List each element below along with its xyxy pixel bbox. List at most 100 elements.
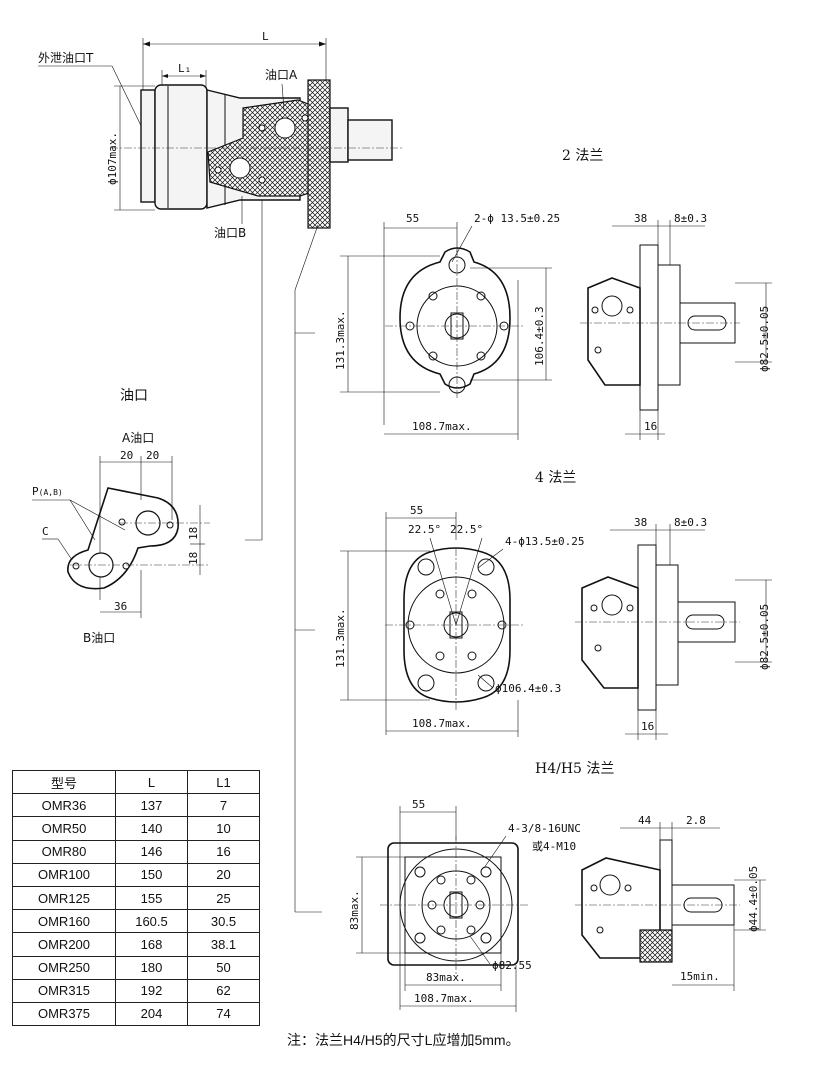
flange2-dim-16: 16 bbox=[644, 420, 657, 433]
port-a-detail-label: A油口 bbox=[122, 431, 154, 445]
cell-l1: 7 bbox=[187, 793, 260, 818]
flange4-dim-108: 108.7max. bbox=[412, 717, 472, 730]
footnote: 注：法兰H4/H5的尺寸L应增加5mm。 bbox=[287, 1032, 520, 1048]
flangeh-dim-28: 2.8 bbox=[686, 814, 706, 827]
cell-l: 168 bbox=[115, 932, 188, 957]
dim-107: ϕ107max. bbox=[106, 132, 119, 185]
cell-model: OMR375 bbox=[12, 1001, 116, 1027]
p-label: P(A,B) bbox=[32, 485, 63, 498]
flangeh-holes-2: 或4-M10 bbox=[532, 840, 576, 853]
port-detail-title: 油口 bbox=[120, 388, 148, 404]
cell-l1: 16 bbox=[187, 839, 260, 864]
cell-l: 155 bbox=[115, 885, 188, 911]
cell-l: 180 bbox=[115, 955, 188, 980]
port-a-label: 油口A bbox=[265, 68, 298, 82]
flangeh-dim-15: 15min. bbox=[680, 970, 720, 983]
flange-2-title: 2 法兰 bbox=[562, 148, 603, 164]
dim-l1: L₁ bbox=[178, 62, 191, 75]
cell-l: 160.5 bbox=[115, 909, 188, 934]
cell-model: OMR125 bbox=[12, 885, 116, 911]
cell-l: 146 bbox=[115, 839, 188, 864]
flangeh-dim-444: ϕ44.4±0.05 bbox=[747, 866, 760, 932]
flange2-dim-106: 106.4±0.3 bbox=[533, 306, 546, 366]
header-model: 型号 bbox=[12, 769, 116, 795]
flange-4-view: 4 法兰 55 22.5° 22.5° 4-ϕ13.5±0.25 131.3ma… bbox=[334, 470, 772, 740]
flangeh-holes-1: 4-3/8-16UNC bbox=[508, 822, 581, 835]
flangeh-dim-44: 44 bbox=[638, 814, 652, 827]
flange2-dim-8: 8±0.3 bbox=[674, 212, 707, 225]
table-header-row: 型号 L L1 bbox=[12, 769, 260, 795]
dim-36: 36 bbox=[114, 600, 127, 613]
dim-18b: 18 bbox=[187, 552, 200, 565]
header-l: L bbox=[115, 769, 188, 795]
dim-l: L bbox=[262, 30, 269, 43]
flange2-dim-82: ϕ82.5±0.05 bbox=[758, 306, 771, 372]
flange2-dim-108: 108.7max. bbox=[412, 420, 472, 433]
cell-model: OMR50 bbox=[12, 816, 116, 841]
dim-18a: 18 bbox=[187, 527, 200, 540]
cell-l1: 30.5 bbox=[187, 909, 260, 934]
port-b-label: 油口B bbox=[214, 226, 246, 240]
cell-model: OMR250 bbox=[12, 955, 116, 980]
flange4-angle-a: 22.5° bbox=[408, 523, 441, 536]
cell-l: 140 bbox=[115, 816, 188, 841]
cell-l: 137 bbox=[115, 793, 188, 818]
flange4-dim-131: 131.3max. bbox=[334, 608, 347, 668]
c-label: C bbox=[42, 525, 49, 538]
flange2-dim-38: 38 bbox=[634, 212, 647, 225]
flange-h-view: H4/H5 法兰 55 4-3/8-16UNC 或4-M10 83max. 83… bbox=[348, 761, 766, 1012]
port-b-detail-label: B油口 bbox=[83, 631, 115, 645]
cell-l1: 50 bbox=[187, 955, 260, 980]
cell-l: 192 bbox=[115, 978, 188, 1003]
cell-model: OMR315 bbox=[12, 978, 116, 1003]
flangeh-dim-55: 55 bbox=[412, 798, 425, 811]
cell-l1: 38.1 bbox=[187, 932, 260, 957]
flange-4-title: 4 法兰 bbox=[535, 470, 576, 486]
cell-l: 204 bbox=[115, 1001, 188, 1027]
flangeh-dim-83v: 83max. bbox=[348, 890, 361, 930]
cell-l1: 62 bbox=[187, 978, 260, 1003]
flangeh-dim-82: ϕ82.55 bbox=[492, 959, 532, 972]
flange2-dim-55: 55 bbox=[406, 212, 419, 225]
flange4-dim-38: 38 bbox=[634, 516, 647, 529]
dim-20b: 20 bbox=[146, 449, 159, 462]
cell-l1: 10 bbox=[187, 816, 260, 841]
cell-model: OMR80 bbox=[12, 839, 116, 864]
flange4-dim-16: 16 bbox=[641, 720, 654, 733]
flange4-holes: 4-ϕ13.5±0.25 bbox=[505, 535, 584, 548]
port-detail: 油口 A油口 20 20 18 18 P(A,B) C 36 B油口 bbox=[32, 388, 210, 645]
cell-l1: 25 bbox=[187, 885, 260, 911]
flange4-dim-55: 55 bbox=[410, 504, 423, 517]
flange4-dim-82: ϕ82.5±0.05 bbox=[758, 604, 771, 670]
motor-side-view: L L₁ 外泄油口T ϕ107max. bbox=[38, 30, 402, 913]
cell-l1: 20 bbox=[187, 862, 260, 887]
header-l1: L1 bbox=[187, 769, 260, 795]
flange4-dim-106: ϕ106.4±0.3 bbox=[495, 682, 561, 695]
cell-model: OMR36 bbox=[12, 793, 116, 818]
flange-h-title: H4/H5 法兰 bbox=[535, 761, 614, 777]
flange-2-view: 2 法兰 55 2-ϕ 13.5±0.25 131.3max. 106.4±0.… bbox=[334, 148, 772, 440]
cell-l1: 74 bbox=[187, 1001, 260, 1027]
cell-model: OMR160 bbox=[12, 909, 116, 934]
flange2-holes: 2-ϕ 13.5±0.25 bbox=[474, 212, 560, 225]
flangeh-dim-83h: 83max. bbox=[426, 971, 466, 984]
flange4-angle-b: 22.5° bbox=[450, 523, 483, 536]
cell-l: 150 bbox=[115, 862, 188, 887]
cell-model: OMR200 bbox=[12, 932, 116, 957]
dim-20a: 20 bbox=[120, 449, 133, 462]
cell-model: OMR100 bbox=[12, 862, 116, 887]
drain-port-label: 外泄油口T bbox=[38, 51, 94, 65]
flangeh-dim-108: 108.7max. bbox=[414, 992, 474, 1005]
